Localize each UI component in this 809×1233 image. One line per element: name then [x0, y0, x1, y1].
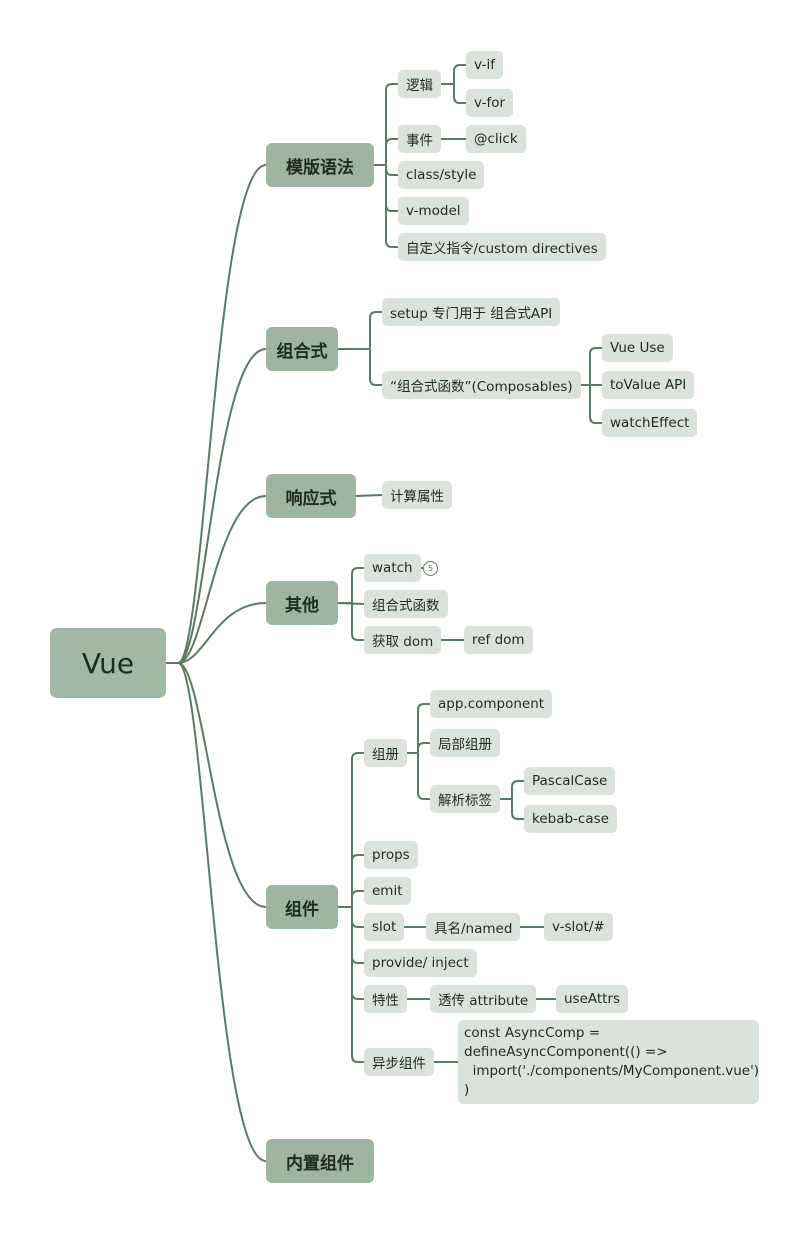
connector-line	[166, 495, 267, 664]
connector-line	[407, 752, 430, 800]
node-v-model[interactable]: v-model	[398, 197, 469, 225]
node-register[interactable]: 组册	[364, 739, 407, 767]
node-app-component[interactable]: app.component	[430, 690, 553, 718]
connector-line	[338, 752, 364, 908]
connector-line	[338, 602, 364, 641]
connector-line	[166, 348, 267, 664]
node-useattrs[interactable]: useAttrs	[556, 985, 629, 1013]
connector-line	[338, 311, 382, 350]
connector-line	[581, 384, 602, 424]
node-emit[interactable]: emit	[364, 877, 411, 905]
node-async-component[interactable]: 异步组件	[364, 1048, 434, 1076]
node-composables[interactable]: “组合式函数”(Composables)	[382, 371, 581, 399]
node-class-style[interactable]: class/style	[398, 161, 485, 189]
connector-line	[338, 890, 364, 908]
node-ref-dom[interactable]: ref dom	[464, 626, 533, 654]
node-slot[interactable]: slot	[364, 913, 405, 941]
node-async-code[interactable]: const AsyncComp = defineAsyncComponent((…	[458, 1020, 759, 1104]
node-v-if[interactable]: v-if	[466, 51, 504, 79]
node-local-register[interactable]: 局部组册	[430, 729, 500, 757]
connector-line	[441, 83, 466, 104]
node-custom-directives[interactable]: 自定义指令/custom directives	[398, 233, 606, 261]
connector-line	[338, 348, 382, 386]
node-tovalue[interactable]: toValue API	[602, 371, 695, 399]
node-logic[interactable]: 逻辑	[398, 70, 441, 98]
connector-line	[374, 83, 398, 166]
node-attributes[interactable]: 特性	[364, 985, 407, 1013]
connector-line	[407, 703, 430, 754]
node-v-for[interactable]: v-for	[466, 89, 514, 117]
connector-line	[166, 602, 267, 664]
connector-line	[355, 494, 383, 497]
branch-component[interactable]: 组件	[266, 885, 338, 929]
node-vue-use[interactable]: Vue Use	[602, 334, 673, 362]
root-node[interactable]: Vue	[50, 628, 166, 698]
node-composables-2[interactable]: 组合式函数	[364, 590, 448, 618]
node-click[interactable]: @click	[466, 125, 526, 153]
connector-line	[441, 64, 466, 85]
collapsed-count-badge[interactable]: 5	[423, 561, 438, 576]
node-provide-inject[interactable]: provide/ inject	[364, 949, 477, 977]
node-kebab-case[interactable]: kebab-case	[524, 805, 617, 833]
node-computed[interactable]: 计算属性	[382, 481, 452, 509]
connector-line	[500, 780, 524, 800]
connector-line	[338, 854, 364, 908]
connector-line	[166, 662, 267, 1162]
connector-line	[581, 347, 602, 386]
node-event[interactable]: 事件	[398, 125, 441, 153]
connector-line	[338, 906, 364, 1063]
node-props[interactable]: props	[364, 841, 418, 869]
node-pascalcase[interactable]: PascalCase	[524, 767, 616, 795]
connector-line	[166, 662, 267, 908]
connector-line	[407, 742, 430, 754]
branch-other[interactable]: 其他	[266, 581, 338, 625]
connector-line	[374, 138, 398, 166]
node-fallthrough-attribute[interactable]: 透传 attribute	[430, 985, 537, 1013]
node-named-slot[interactable]: 具名/named	[426, 913, 521, 941]
connector-line	[374, 164, 398, 248]
node-watch[interactable]: watch	[364, 554, 421, 582]
node-v-slot[interactable]: v-slot/#	[544, 913, 613, 941]
connector-line	[166, 164, 267, 664]
node-watcheffect[interactable]: watchEffect	[602, 409, 698, 437]
branch-composition[interactable]: 组合式	[266, 327, 338, 371]
node-parse-tags[interactable]: 解析标签	[430, 785, 500, 813]
node-setup[interactable]: setup 专门用于 组合式API	[382, 298, 561, 326]
branch-template-syntax[interactable]: 模版语法	[266, 143, 374, 187]
branch-builtin[interactable]: 内置组件	[266, 1139, 374, 1183]
node-get-dom[interactable]: 获取 dom	[364, 626, 442, 654]
branch-reactive[interactable]: 响应式	[266, 474, 356, 518]
connector-line	[338, 567, 364, 604]
connector-line	[500, 798, 524, 820]
